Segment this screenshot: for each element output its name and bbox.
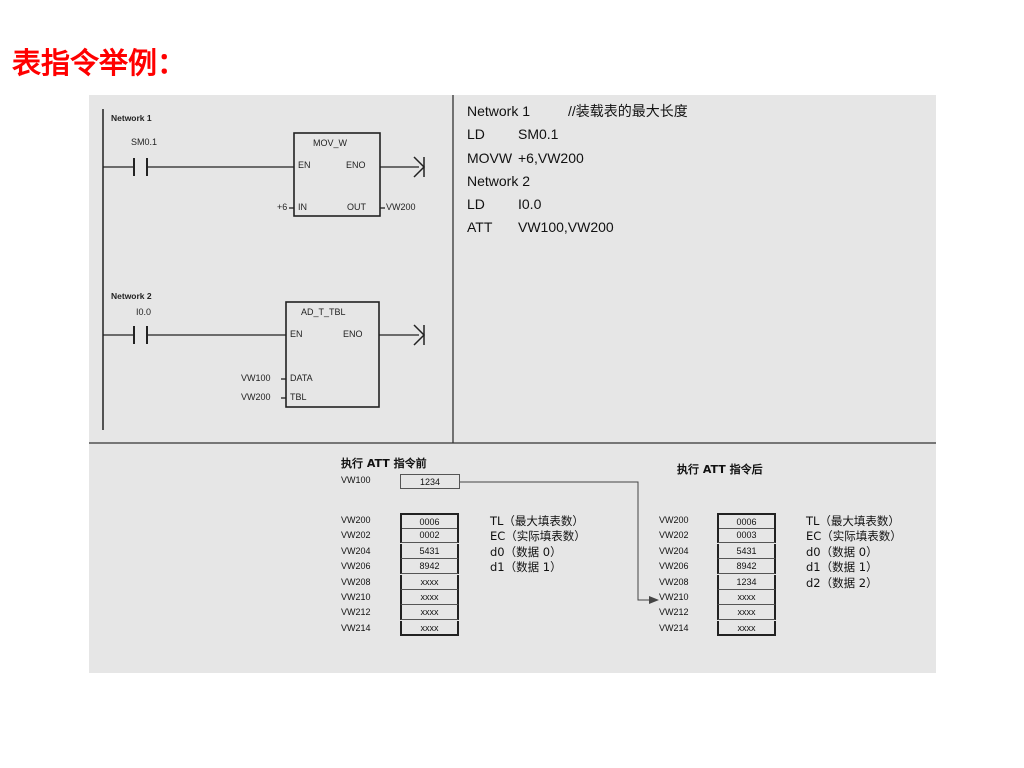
before-row-addr: VW200 (341, 515, 371, 525)
after-row-description: d2（数据 2） (806, 575, 878, 590)
network2-label: Network 2 (111, 291, 152, 301)
stl-op: Network 1 (467, 103, 531, 119)
stl-arg: //装载表的最大长度 (568, 103, 688, 119)
ad-t-tbl-box (285, 301, 380, 408)
after-row-addr: VW208 (659, 576, 689, 587)
figure-lines (89, 95, 936, 604)
before-row-addr: VW214 (341, 622, 371, 633)
after-row-value: xxxx (717, 605, 776, 621)
att-example-figure: Network 1 SM0.1 MOV_W EN ENO +6 IN OUT V… (89, 95, 936, 673)
after-row-description: EC（实际填表数） (806, 529, 902, 544)
stl-op: LD (467, 126, 485, 143)
after-row-description: TL（最大填表数） (806, 514, 900, 528)
after-row-value: 8942 (717, 559, 776, 575)
after-row-description: d1（数据 1） (806, 560, 878, 575)
after-row-addr: VW210 (659, 592, 689, 602)
before-row-value: 5431 (400, 543, 459, 559)
before-row-value: 0006 (400, 513, 459, 529)
before-row-value: 8942 (400, 559, 459, 575)
mov-w-eno: ENO (346, 160, 366, 170)
stl-arg: +6,VW200 (518, 149, 584, 166)
before-row-value: xxxx (400, 574, 459, 590)
after-row-value: 0003 (717, 528, 776, 544)
insert-arrowhead (649, 596, 659, 604)
before-row-addr: VW202 (341, 530, 371, 541)
stl-line: LD SM0.1 (467, 123, 688, 146)
before-row-description: TL（最大填表数） (490, 514, 584, 528)
before-row-value: xxxx (400, 590, 459, 605)
after-title: 执行 ATT 指令后 (677, 463, 763, 476)
after-row-addr: VW202 (659, 530, 689, 541)
network2-rung (103, 301, 426, 408)
before-row-value: xxxx (400, 605, 459, 621)
network1-label: Network 1 (111, 113, 152, 123)
ad-t-tbl-en: EN (290, 329, 303, 339)
before-row-addr: VW204 (341, 545, 371, 556)
after-row-value: 0006 (717, 513, 776, 529)
after-row-addr: VW212 (659, 607, 689, 618)
before-row-description: d0（数据 0） (490, 544, 562, 559)
stl-op: ATT (467, 219, 493, 236)
before-input-value: 1234 (400, 474, 460, 489)
after-row-addr: VW204 (659, 545, 689, 556)
mov-w-in-value: +6 (277, 202, 288, 212)
ad-t-tbl-tbl: TBL (290, 392, 307, 402)
network1-contact-label: SM0.1 (131, 137, 158, 147)
mov-w-box-name: MOV_W (313, 138, 348, 148)
before-row-value: xxxx (400, 620, 459, 636)
before-row-addr: VW212 (341, 607, 371, 618)
slide-title: 表指令举例： (12, 46, 187, 80)
stl-op: Network 2 (467, 172, 531, 189)
network1-rung (103, 132, 426, 217)
before-row-addr: VW206 (341, 561, 371, 572)
after-row-description: d0（数据 0） (806, 544, 878, 559)
network2-contact-label: I0.0 (136, 307, 152, 317)
insert-arrow (460, 481, 649, 601)
mov-w-en: EN (298, 160, 311, 170)
before-row-addr: VW208 (341, 576, 371, 587)
after-row-addr: VW206 (659, 561, 689, 572)
mov-w-in: IN (298, 202, 307, 212)
stl-op: LD (467, 196, 485, 213)
ad-t-tbl-data: DATA (290, 373, 313, 383)
before-row-value: 0002 (400, 528, 459, 544)
stl-arg: VW100,VW200 (518, 219, 614, 236)
after-row-value: xxxx (717, 620, 776, 636)
after-row-addr: VW214 (659, 622, 689, 633)
stl-line: Network 1 //装载表的最大长度 (467, 100, 688, 123)
mov-w-box (293, 132, 381, 217)
statement-list: Network 1 //装载表的最大长度 LD SM0.1 MOVW +6,VW200… (467, 100, 688, 240)
before-row-description: EC（实际填表数） (490, 529, 586, 544)
ad-t-tbl-box-name: AD_T_TBL (301, 307, 346, 317)
ad-t-tbl-eno: ENO (343, 329, 363, 339)
after-row-value: 1234 (717, 574, 776, 590)
stl-arg: I0.0 (518, 196, 542, 213)
stl-line: Network 2 (467, 170, 688, 193)
after-row-value: 5431 (717, 543, 776, 559)
mov-w-out: OUT (347, 202, 366, 212)
before-row-description: d1（数据 1） (490, 560, 562, 575)
stl-line: ATT VW100,VW200 (467, 216, 688, 239)
ad-t-tbl-data-value: VW100 (241, 373, 271, 383)
mov-w-out-value: VW200 (386, 202, 416, 212)
stl-op: MOVW (467, 149, 513, 166)
stl-line: MOVW +6,VW200 (467, 147, 688, 170)
before-title: 执行 ATT 指令前 (341, 457, 427, 470)
stl-line: LD I0.0 (467, 193, 688, 216)
after-row-value: xxxx (717, 590, 776, 605)
before-input-addr: VW100 (341, 475, 371, 485)
before-row-addr: VW210 (341, 592, 371, 602)
stl-arg: SM0.1 (518, 126, 559, 143)
ad-t-tbl-tbl-value: VW200 (241, 392, 271, 402)
after-row-addr: VW200 (659, 515, 689, 525)
